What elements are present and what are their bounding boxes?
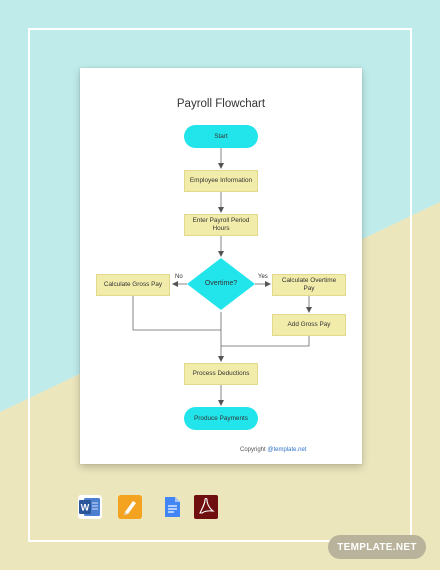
word-icon[interactable]: W (78, 495, 102, 519)
add-gross-pay-label: Add Gross Pay (287, 321, 331, 329)
produce-payments-label: Produce Payments (194, 414, 248, 422)
calculate-gross-pay-node: Calculate Gross Pay (96, 274, 170, 296)
employee-information-node: Employee Information (184, 170, 258, 192)
enter-hours-label: Enter Payroll Period Hours (192, 217, 250, 232)
decorative-frame (28, 28, 412, 542)
branch-yes-label: Yes (258, 274, 268, 280)
document-title: Payroll Flowchart (176, 98, 266, 110)
process-deductions-label: Process Deductions (192, 370, 250, 378)
edge-gross-merge (132, 296, 221, 331)
calculate-overtime-pay-node: Calculate Overtime Pay (272, 274, 346, 296)
template-net-badge[interactable]: TEMPLATE.NET (328, 535, 426, 559)
produce-payments-node: Produce Payments (184, 407, 258, 430)
start-node: Start (184, 125, 258, 148)
employee-information-label: Employee Information (189, 177, 253, 185)
start-label: Start (214, 132, 228, 140)
pdf-icon[interactable] (194, 495, 218, 519)
copyright-text: Copyright @template.net (240, 447, 306, 453)
copyright-prefix: Copyright (240, 447, 266, 453)
calculate-gross-pay-label: Calculate Gross Pay (103, 281, 163, 289)
decision-node: Overtime? (187, 277, 255, 291)
flowchart-connectors (132, 148, 312, 406)
add-gross-pay-node: Add Gross Pay (272, 314, 346, 336)
copyright-link[interactable]: @template.net (267, 447, 307, 453)
word-icon-letter: W (81, 503, 90, 513)
pages-icon[interactable] (118, 495, 142, 519)
document-page: Payroll Flowchart Start Employee Informa… (80, 68, 362, 464)
process-deductions-node: Process Deductions (184, 363, 258, 385)
decision-label: Overtime? (204, 279, 238, 287)
edge-add-merge (221, 336, 310, 347)
google-docs-icon[interactable] (160, 495, 184, 519)
badge-label: TEMPLATE.NET (337, 541, 417, 553)
calculate-overtime-pay-label: Calculate Overtime Pay (281, 277, 337, 292)
enter-hours-node: Enter Payroll Period Hours (184, 214, 258, 236)
decision-diamond (187, 258, 255, 310)
branch-no-label: No (175, 274, 183, 280)
